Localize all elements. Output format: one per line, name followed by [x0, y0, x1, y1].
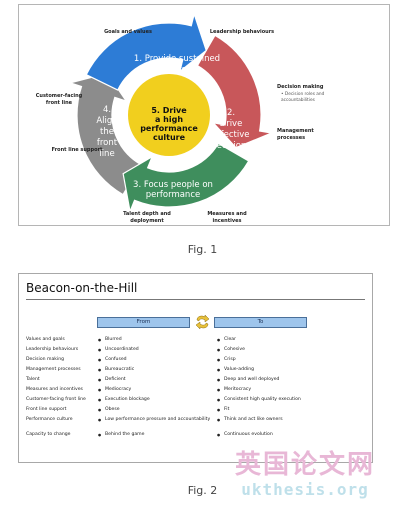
row-from: Uncoordinated: [98, 347, 213, 353]
row-label: Values and goals: [26, 337, 65, 342]
row-to: Value-adding: [217, 367, 357, 373]
table-row: Leadership behaviours Uncoordinated Cohesi…: [26, 347, 361, 357]
label-customer-facing: Customer-facing: [36, 93, 83, 99]
step-4-label: 4.: [103, 105, 111, 115]
label-decision-making: Decision making: [277, 84, 324, 90]
center-label: a high: [155, 115, 183, 124]
table-row: Talent Deficient Deep and well deployed: [26, 377, 361, 387]
row-label: Performance culture: [26, 417, 73, 422]
label-management-processes: processes: [277, 135, 305, 141]
label-management-processes: Management: [277, 128, 314, 134]
watermark-url: ukthesis.org: [241, 480, 369, 499]
fig2-caption: Fig. 2: [187, 484, 218, 497]
row-to: Continuous evolution: [217, 432, 357, 438]
row-from: Blurred: [98, 337, 213, 343]
row-from: Behind the game: [98, 432, 213, 438]
row-to: Think and act like owners: [217, 417, 357, 423]
row-from: Low performance pressure and accountabil…: [98, 417, 213, 423]
row-label: Measures and incentives: [26, 387, 83, 392]
row-from: Confused: [98, 357, 213, 363]
row-label: Decision making: [26, 357, 65, 362]
row-to: Deep and well deployed: [217, 377, 357, 383]
label-leadership-behaviours: Leadership behaviours: [210, 29, 274, 35]
label-customer-facing: front line: [46, 100, 73, 106]
row-to: Fit: [217, 407, 357, 413]
row-label: Customer-facing front line: [26, 397, 86, 402]
from-header: From: [97, 317, 190, 328]
label-talent-depth: Talent depth and: [123, 211, 171, 217]
center-label: 5. Drive: [151, 106, 187, 115]
row-label: Management processes: [26, 367, 81, 372]
row-label: Talent: [26, 377, 40, 382]
step-4-label: line: [99, 149, 114, 159]
table-row: Capacity to change Behind the game Continu…: [26, 432, 361, 442]
label-goals-values: Goals and values: [104, 29, 152, 35]
label-front-line-support: Front line support: [52, 147, 103, 153]
watermark-chinese: 英国论文网: [234, 450, 375, 480]
center-label: culture: [153, 133, 186, 142]
step-2-label: decisions: [211, 141, 251, 151]
table-row: Performance culture Low performance press…: [26, 417, 361, 432]
row-to: Meritocracy: [217, 387, 357, 393]
row-to: Cohesive: [217, 347, 357, 353]
row-from: Mediocracy: [98, 387, 213, 393]
table-row: Measures and incentives Mediocracy Meritoc…: [26, 387, 361, 397]
swap-arrows-icon: [195, 314, 210, 330]
step-2-label: 2.: [227, 108, 235, 118]
label-measures-incentives: Measures and: [207, 211, 247, 217]
center-label: performance: [140, 124, 198, 133]
fig2-table: Beacon-on-the-Hill From To Values and go…: [18, 273, 373, 463]
step-4-label: Align: [96, 116, 117, 126]
center-circle: [128, 74, 210, 156]
label-measures-incentives: incentives: [213, 218, 242, 224]
row-label: Front line support: [26, 407, 67, 412]
label-decision-sub: accountabilities: [281, 97, 316, 103]
step-4-label: front: [97, 138, 118, 148]
row-to: Clear: [217, 337, 357, 343]
step-3-label: 3. Focus people on: [133, 180, 213, 190]
step-2-label: Drive: [220, 119, 243, 129]
to-header: To: [214, 317, 307, 328]
row-to: Consistent high quality execution: [217, 397, 357, 403]
row-from: Deficient: [98, 377, 213, 383]
row-to: Crisp: [217, 357, 357, 363]
title-divider: [26, 299, 365, 300]
cycle-arrow-1: [85, 11, 207, 91]
label-decision-sub: • Decision roles and: [281, 91, 325, 97]
row-label: Leadership behaviours: [26, 347, 79, 352]
cycle-arrow-2: [196, 34, 274, 149]
row-from: Obese: [98, 407, 213, 413]
step-1-label: leadership: [155, 65, 200, 75]
row-from: Bureaucratic: [98, 367, 213, 373]
table-row: Management processes Bureaucratic Value-ad…: [26, 367, 361, 377]
table-row: Decision making Confused Crisp: [26, 357, 361, 367]
label-talent-depth: deployment: [130, 218, 164, 224]
row-from: Execution blockage: [98, 397, 213, 403]
step-3-label: performance: [146, 190, 200, 200]
step-4-label: the: [100, 127, 114, 137]
row-label: Capacity to change: [26, 432, 71, 437]
table-row: Front line support Obese Fit: [26, 407, 361, 417]
fig1-caption: Fig. 1: [187, 243, 218, 256]
fig2-title: Beacon-on-the-Hill: [26, 281, 138, 295]
table-row: Customer-facing front line Execution bloc…: [26, 397, 361, 407]
step-1-label: 1. Provide sustained: [134, 54, 220, 64]
watermark: 英国论文网 ukthesis.org: [215, 450, 395, 500]
cycle-arrow-3: [122, 142, 250, 214]
cycle-arrow-4: [67, 72, 142, 196]
table-row: Values and goals Blurred Clear: [26, 337, 361, 347]
step-2-label: effective: [213, 130, 250, 140]
